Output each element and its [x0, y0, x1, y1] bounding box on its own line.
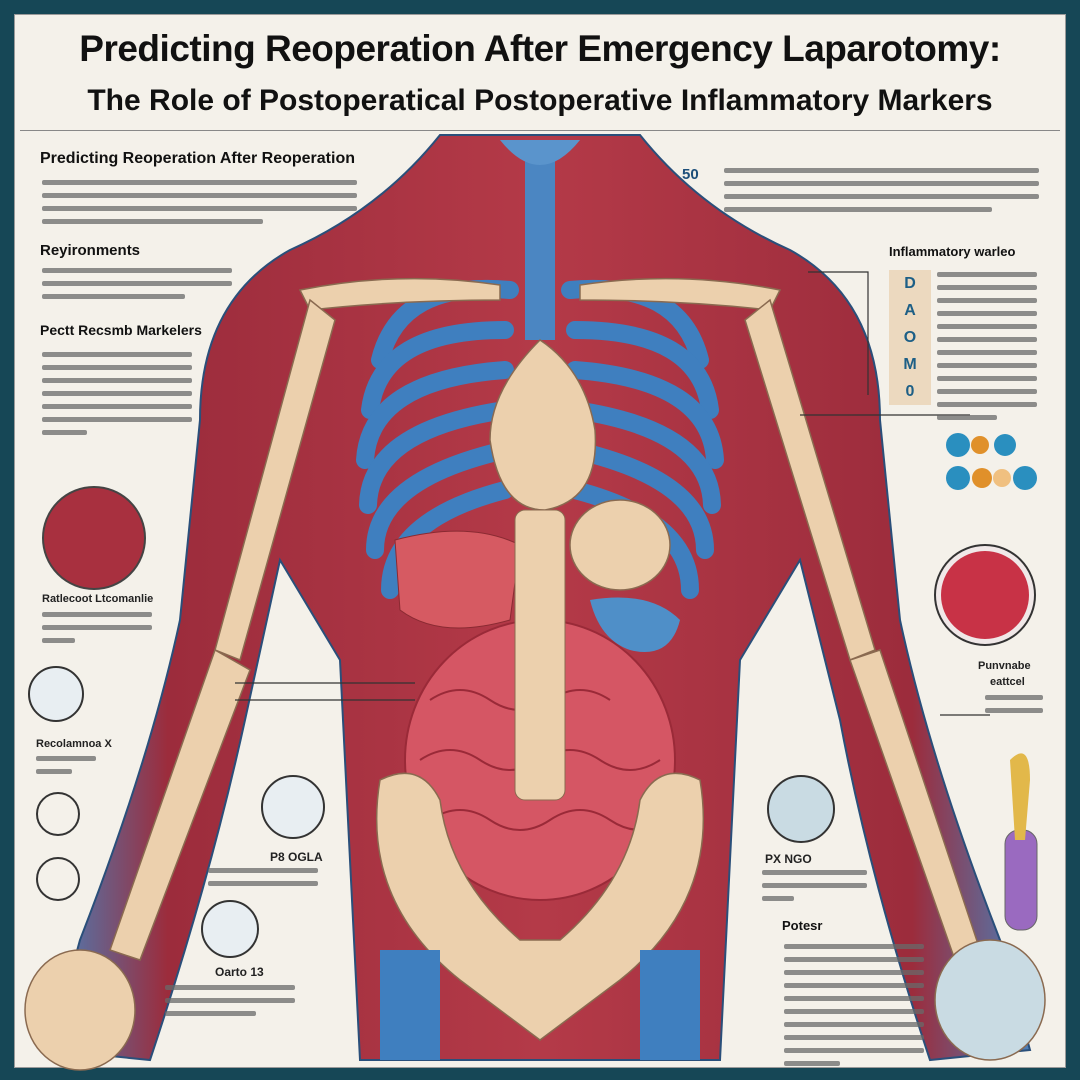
left-paragraph-1: [42, 180, 357, 232]
left-caption-2: Recolamnoa X: [36, 738, 112, 750]
center-left-caption-1-text: [208, 868, 318, 894]
left-paragraph-2: [42, 268, 232, 307]
artery-icon: [201, 900, 259, 958]
organ-icon: [36, 792, 80, 836]
right-caption-2-text: [762, 870, 867, 909]
gland-icon: [767, 775, 835, 843]
left-heading-1: Predicting Reoperation After Reoperation: [40, 150, 355, 167]
right-caption-1: Punvnabe: [978, 660, 1031, 672]
marker-descriptions: [937, 272, 1037, 428]
center-left-caption-1: P8 OGLA: [270, 850, 323, 864]
right-paragraph-1: [724, 168, 1039, 220]
left-paragraph-3: [42, 352, 192, 443]
left-caption-2-text: [36, 756, 96, 782]
marker-letter: D: [904, 275, 916, 292]
arm-bones: [24, 298, 1046, 1071]
kidney-icon: [261, 775, 325, 839]
right-heading-1: Inflammatory warleo: [889, 244, 1016, 259]
left-heading-2: Reyironments: [40, 242, 141, 259]
clavicles: [298, 277, 782, 311]
right-paragraph-2: [784, 944, 924, 1074]
marker-letter: A: [904, 302, 916, 319]
trachea: [500, 140, 580, 340]
marker-letter: O: [903, 329, 917, 346]
center-left-caption-2-text: [165, 985, 295, 1024]
right-caption-1b: eattcel: [990, 676, 1025, 688]
liver: [394, 530, 521, 629]
molecule-icons: [946, 433, 1037, 490]
right-caption-2: PX NGO: [765, 852, 812, 866]
tendon-icon: [36, 857, 80, 901]
right-caption-1-text: [985, 695, 1043, 721]
left-caption-1: Ratlecoot Ltcomanlie: [42, 593, 154, 605]
blood-cell-icon: [934, 544, 1036, 646]
spine: [514, 509, 566, 801]
left-caption-1-text: [42, 612, 152, 651]
marker-letter-column: D A O M 0: [889, 270, 931, 405]
stomach: [590, 597, 680, 652]
title-divider: [20, 130, 1060, 131]
test-tube: [1004, 753, 1038, 931]
leg-vessels: [380, 950, 700, 1060]
vessel-icon: [28, 666, 84, 722]
poster-title: Predicting Reoperation After Emergency L…: [79, 28, 1001, 69]
center-left-caption-2: Oarto 13: [215, 965, 264, 979]
marker-letter: M: [903, 356, 917, 373]
left-heading-3: Pectt Recsmb Markelers: [40, 322, 202, 338]
marker-letter: 0: [905, 383, 915, 400]
poster-subtitle: The Role of Postoperatical Postoperative…: [87, 84, 993, 117]
sternum-heart: [489, 339, 671, 591]
right-heading-2: Potesr: [782, 918, 823, 933]
tissue-section-icon: [42, 486, 146, 590]
right-number: 50: [682, 166, 699, 183]
